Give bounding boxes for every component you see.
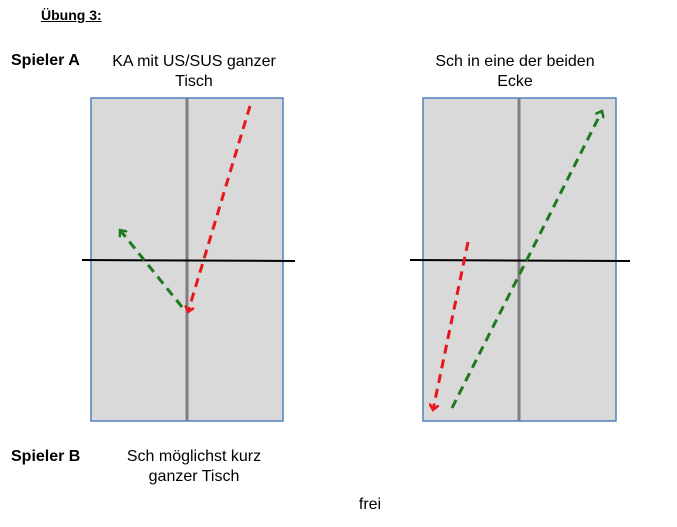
left-green-arrow <box>120 230 184 308</box>
player-a-desc-line-2: Tisch <box>175 73 213 90</box>
right-green-arrow <box>450 111 602 409</box>
player-b-desc-line-2: ganzer Tisch <box>148 468 240 485</box>
right-panel-description: Sch in eine der beiden Ecke <box>405 52 625 92</box>
right-table-net <box>409 259 631 262</box>
left-red-arrow <box>188 105 252 312</box>
left-table <box>81 97 296 422</box>
player-b-label: Spieler B <box>11 448 81 465</box>
footer-note: frei <box>358 496 382 513</box>
left-table-net <box>81 259 296 262</box>
player-b-desc-line-1: Sch möglichst kurz <box>126 448 262 465</box>
exercise-title: Übung 3: <box>41 7 102 23</box>
player-b-description: Sch möglichst kurz ganzer Tisch <box>112 447 276 487</box>
player-a-label: Spieler A <box>11 52 80 69</box>
right-red-arrow <box>433 241 470 410</box>
right-desc-line-1: Sch in eine der beiden <box>435 53 595 70</box>
player-a-desc-line-1: KA mit US/SUS ganzer <box>112 53 276 70</box>
right-table <box>409 97 631 422</box>
player-a-description: KA mit US/SUS ganzer Tisch <box>96 52 292 92</box>
right-desc-line-2: Ecke <box>497 73 533 90</box>
